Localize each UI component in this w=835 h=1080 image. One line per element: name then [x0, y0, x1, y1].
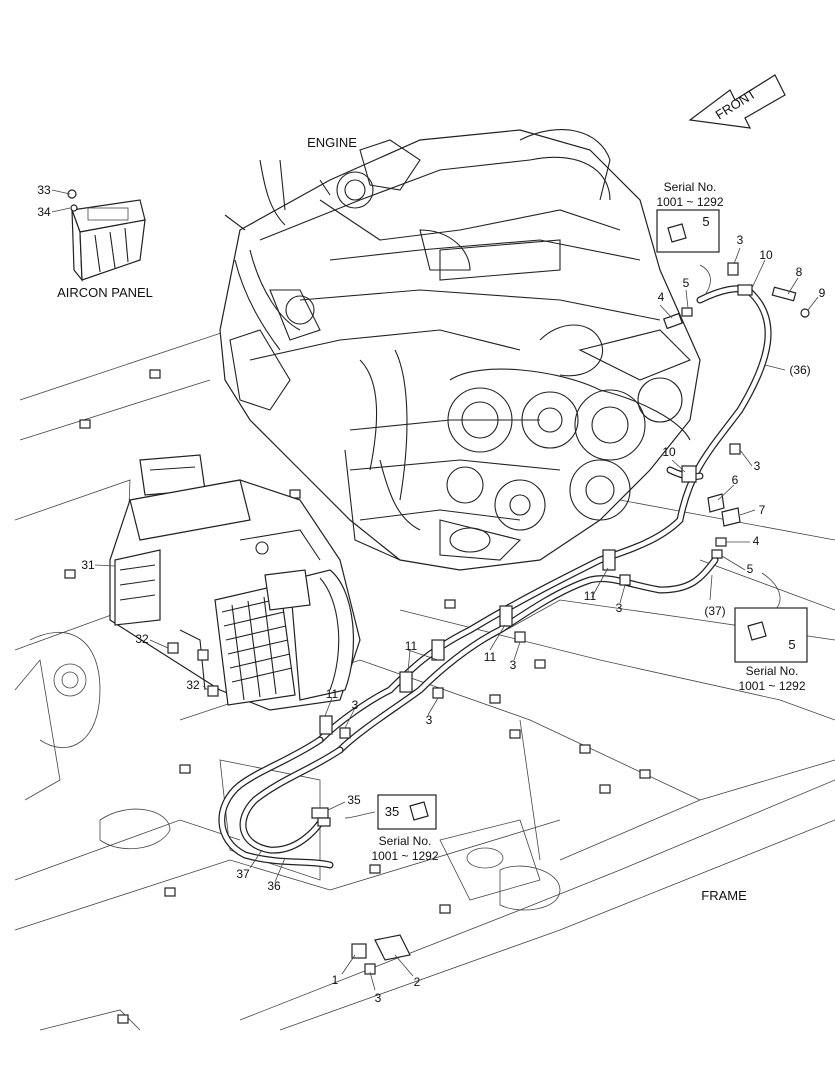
part-number: 3 [616, 601, 623, 615]
serial-callout-top-text: Serial No. [664, 180, 717, 194]
serial-callout-top-part: 5 [702, 214, 709, 229]
part-number: 34 [37, 205, 51, 219]
engine-illustration [219, 129, 701, 571]
part-number: 3 [737, 233, 744, 247]
frame-label: FRAME [701, 888, 747, 903]
part-number: 3 [754, 459, 761, 473]
part-number: 31 [81, 558, 95, 572]
part-number: 11 [584, 589, 597, 603]
part-number: 3 [426, 713, 433, 727]
serial-callout-right-text: Serial No. [746, 664, 799, 678]
part-number: 35 [347, 793, 361, 807]
front-arrow [688, 74, 786, 129]
aircon-panel-illustration [67, 189, 146, 282]
part-number: 2 [414, 975, 421, 989]
part-number: 32 [186, 678, 200, 692]
part-number: 3 [352, 698, 359, 712]
part-number: 10 [759, 248, 773, 262]
part-number: 6 [732, 473, 739, 487]
part-number: 32 [135, 632, 149, 646]
hvac-unit-illustration [109, 454, 361, 711]
part-number: 3 [510, 658, 517, 672]
part-number: 7 [759, 503, 766, 517]
leader-lines [51, 189, 819, 991]
engine-label: ENGINE [307, 135, 357, 150]
part-numbers: 33 34 3 10 8 9 4 5 (36) 10 3 6 7 4 5 (37… [37, 183, 825, 1005]
part-number: 5 [683, 276, 690, 290]
serial-callout-right: 5 Serial No. 1001 ~ 1292 [734, 607, 808, 693]
part-number: 5 [747, 562, 754, 576]
part-number: (36) [789, 363, 810, 377]
aircon-panel-label: AIRCON PANEL [57, 285, 153, 300]
serial-callout-right-part: 5 [788, 637, 795, 652]
serial-callout-top-range: 1001 ~ 1292 [656, 195, 723, 209]
serial-callout-bottom-range: 1001 ~ 1292 [371, 849, 438, 863]
serial-callout-bottom-part: 35 [385, 804, 399, 819]
part-number: 11 [405, 639, 418, 653]
part-number: 37 [236, 867, 250, 881]
serial-callout-bottom: 35 Serial No. 1001 ~ 1292 [371, 794, 439, 863]
serial-callout-top: Serial No. 1001 ~ 1292 5 [656, 180, 724, 253]
fittings [167, 262, 810, 975]
part-number: 9 [819, 286, 826, 300]
part-number: 33 [37, 183, 51, 197]
part-number: 11 [326, 687, 339, 701]
part-number: 8 [796, 265, 803, 279]
part-number: 36 [267, 879, 281, 893]
part-number: 11 [484, 650, 497, 664]
part-number: 3 [375, 991, 382, 1005]
serial-callout-bottom-text: Serial No. [379, 834, 432, 848]
part-number: 4 [658, 290, 665, 304]
part-number: (37) [704, 604, 725, 618]
serial-callout-right-range: 1001 ~ 1292 [738, 679, 805, 693]
part-number: 4 [753, 534, 760, 548]
part-number: 1 [332, 973, 339, 987]
part-number: 10 [662, 445, 676, 459]
